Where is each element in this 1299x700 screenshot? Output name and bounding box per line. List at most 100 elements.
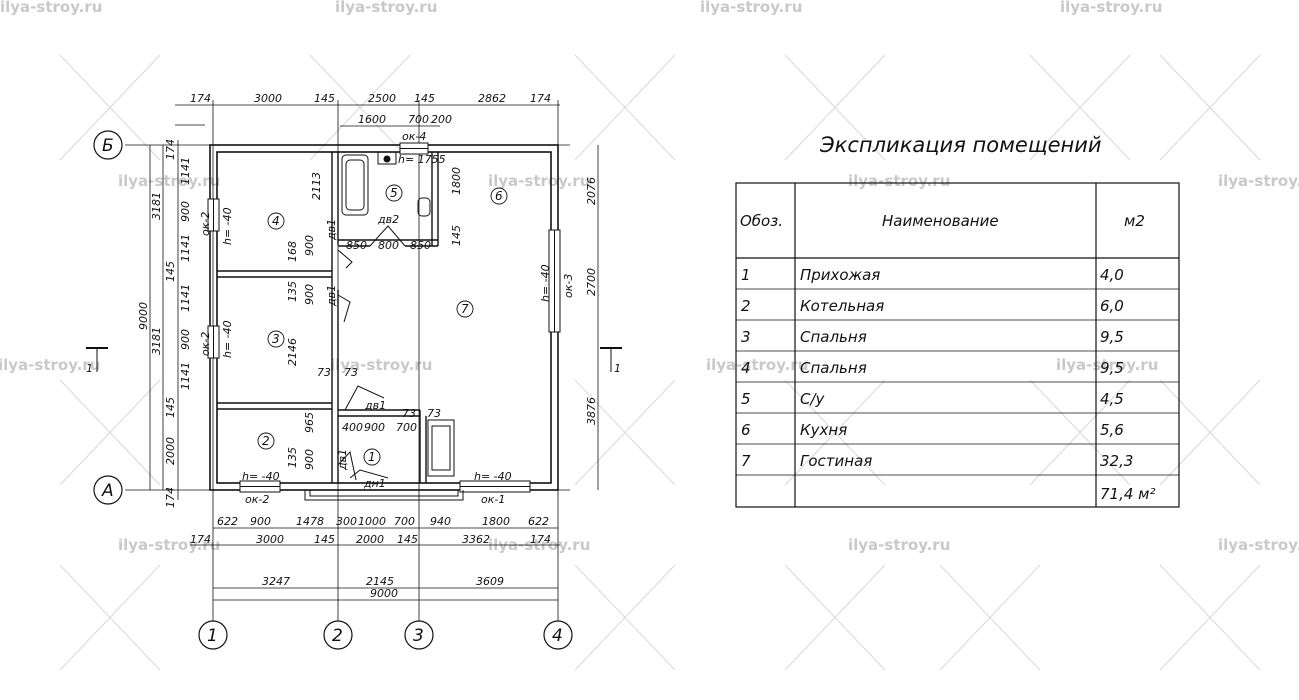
dim-lines-left bbox=[149, 140, 179, 500]
watermark-grid bbox=[59, 54, 1261, 671]
dim-label: 3876 bbox=[585, 397, 598, 425]
dim-label: 3181 bbox=[150, 327, 163, 355]
table-cell-no: 5 bbox=[741, 390, 751, 408]
dim-label: 2000 bbox=[356, 533, 384, 546]
dim-label: 73 bbox=[427, 407, 441, 420]
dim-label: 2113 bbox=[310, 172, 323, 200]
dim-label: 145 bbox=[450, 225, 463, 246]
dim-label: 900 bbox=[179, 201, 192, 222]
watermark-text: ilya-stroy.ru bbox=[118, 172, 220, 190]
dim-label: 1800 bbox=[482, 515, 510, 528]
room-number: 6 bbox=[495, 189, 503, 203]
dim-label: 800 bbox=[378, 239, 399, 252]
table-cell-area: 9,5 bbox=[1100, 328, 1124, 346]
axis-label-3: 3 bbox=[413, 626, 424, 646]
watermark-text: ilya-stroy.ru bbox=[330, 356, 432, 374]
dim-label: 1141 bbox=[179, 362, 192, 390]
dim-label: 3609 bbox=[476, 575, 504, 588]
table-cell-name: Котельная bbox=[800, 297, 884, 315]
room-number: 3 bbox=[272, 332, 280, 346]
dim-label: 2000 bbox=[164, 437, 177, 465]
table-total-area: 71,4 м² bbox=[1100, 485, 1156, 503]
windows bbox=[207, 142, 561, 493]
opening-label: ок-2 bbox=[199, 332, 212, 356]
table-cell-no: 7 bbox=[741, 452, 751, 470]
dim-label: 145 bbox=[314, 92, 335, 105]
dim-label: 900 bbox=[364, 421, 385, 434]
table-cell-name: С/у bbox=[800, 390, 826, 408]
explication-table: Экспликация помещений Обоз. Наименование… bbox=[735, 133, 1180, 508]
dim-label: 1800 bbox=[450, 167, 463, 195]
watermark-text: ilya-stroy.ru bbox=[118, 536, 220, 554]
dim-label: 700 bbox=[396, 421, 417, 434]
axis-label-a: А bbox=[101, 481, 114, 501]
axis-bubbles bbox=[93, 130, 573, 650]
dim-label: 174 bbox=[164, 487, 177, 508]
dim-label: 145 bbox=[414, 92, 435, 105]
dim-label: 850 bbox=[410, 239, 431, 252]
dim-label: 2145 bbox=[366, 575, 394, 588]
table-header-cell: м2 bbox=[1124, 212, 1145, 230]
watermark-text: ilya-stroy.ru bbox=[1218, 172, 1299, 190]
dim-label: 850 bbox=[346, 239, 367, 252]
table-cell-area: 6,0 bbox=[1100, 297, 1124, 315]
table-cell-name: Кухня bbox=[800, 421, 847, 439]
dim-label: 300 bbox=[336, 515, 357, 528]
doors bbox=[337, 225, 406, 481]
dim-label: 3247 bbox=[262, 575, 290, 588]
dim-label: 73 bbox=[317, 366, 331, 379]
watermarks: ilya-stroy.ru ilya-stroy.ru ilya-stroy.r… bbox=[0, 0, 1299, 554]
dim-label: 940 bbox=[430, 515, 451, 528]
watermark-text: ilya-stroy.ru bbox=[1218, 536, 1299, 554]
table-cell-area: 32,3 bbox=[1100, 452, 1133, 470]
room-number: 2 bbox=[262, 434, 270, 448]
level-label: h= -40 bbox=[242, 470, 280, 483]
dim-label: 145 bbox=[164, 261, 177, 282]
dim-label: 1141 bbox=[179, 157, 192, 185]
dim-label: 174 bbox=[190, 533, 211, 546]
opening-label: ок-4 bbox=[402, 130, 426, 143]
dim-label: 168 bbox=[286, 241, 299, 262]
bathroom-fixtures bbox=[341, 151, 431, 217]
plan bbox=[86, 100, 622, 650]
section-mark-label: 1 bbox=[86, 362, 93, 375]
watermark-text: ilya-stroy.ru bbox=[700, 0, 802, 16]
dim-label: 2500 bbox=[368, 92, 396, 105]
dim-label: 3362 bbox=[462, 533, 490, 546]
opening-label: дв2 bbox=[377, 213, 399, 226]
table-header-cell: Обоз. bbox=[740, 212, 783, 230]
dim-label: 9000 bbox=[137, 302, 150, 330]
dim-label: 145 bbox=[164, 397, 177, 418]
table-cell-area: 4,5 bbox=[1100, 390, 1124, 408]
dim-label: 174 bbox=[530, 533, 551, 546]
dim-label: 9000 bbox=[370, 587, 398, 600]
room-number: 7 bbox=[461, 302, 469, 316]
dim-label: 700 bbox=[408, 113, 429, 126]
table-header-cell: Наименование bbox=[882, 212, 999, 230]
dim-label: 400 bbox=[342, 421, 363, 434]
dim-label: 174 bbox=[190, 92, 211, 105]
opening-label: дв1 bbox=[364, 399, 386, 412]
level-label: h= -40 bbox=[474, 470, 512, 483]
dim-label: 900 bbox=[303, 284, 316, 305]
kitchen-furniture bbox=[427, 419, 455, 477]
table-cell-no: 2 bbox=[741, 297, 751, 315]
room-number: 4 bbox=[272, 214, 280, 228]
opening-label: ок-1 bbox=[481, 493, 505, 506]
table-cell-name: Спальня bbox=[800, 328, 867, 346]
dim-label: 1000 bbox=[358, 515, 386, 528]
opening-label: ок-3 bbox=[562, 274, 575, 298]
dim-label: 622 bbox=[217, 515, 238, 528]
plan-text: Б А 1 2 3 4 1 1 1 2 3 4 5 6 7 174 3000 1… bbox=[86, 92, 621, 646]
dim-label: 73 bbox=[402, 407, 416, 420]
dim-label: 174 bbox=[530, 92, 551, 105]
opening-label: дн1 bbox=[363, 477, 386, 490]
dim-label: 900 bbox=[303, 449, 316, 470]
dim-label: 700 bbox=[394, 515, 415, 528]
opening-label: дв1 bbox=[336, 449, 349, 471]
table-cell-area: 9,5 bbox=[1100, 359, 1124, 377]
watermark-text: ilya-stroy.ru bbox=[0, 356, 100, 374]
dim-label: 174 bbox=[164, 139, 177, 160]
dim-label: 1141 bbox=[179, 284, 192, 312]
